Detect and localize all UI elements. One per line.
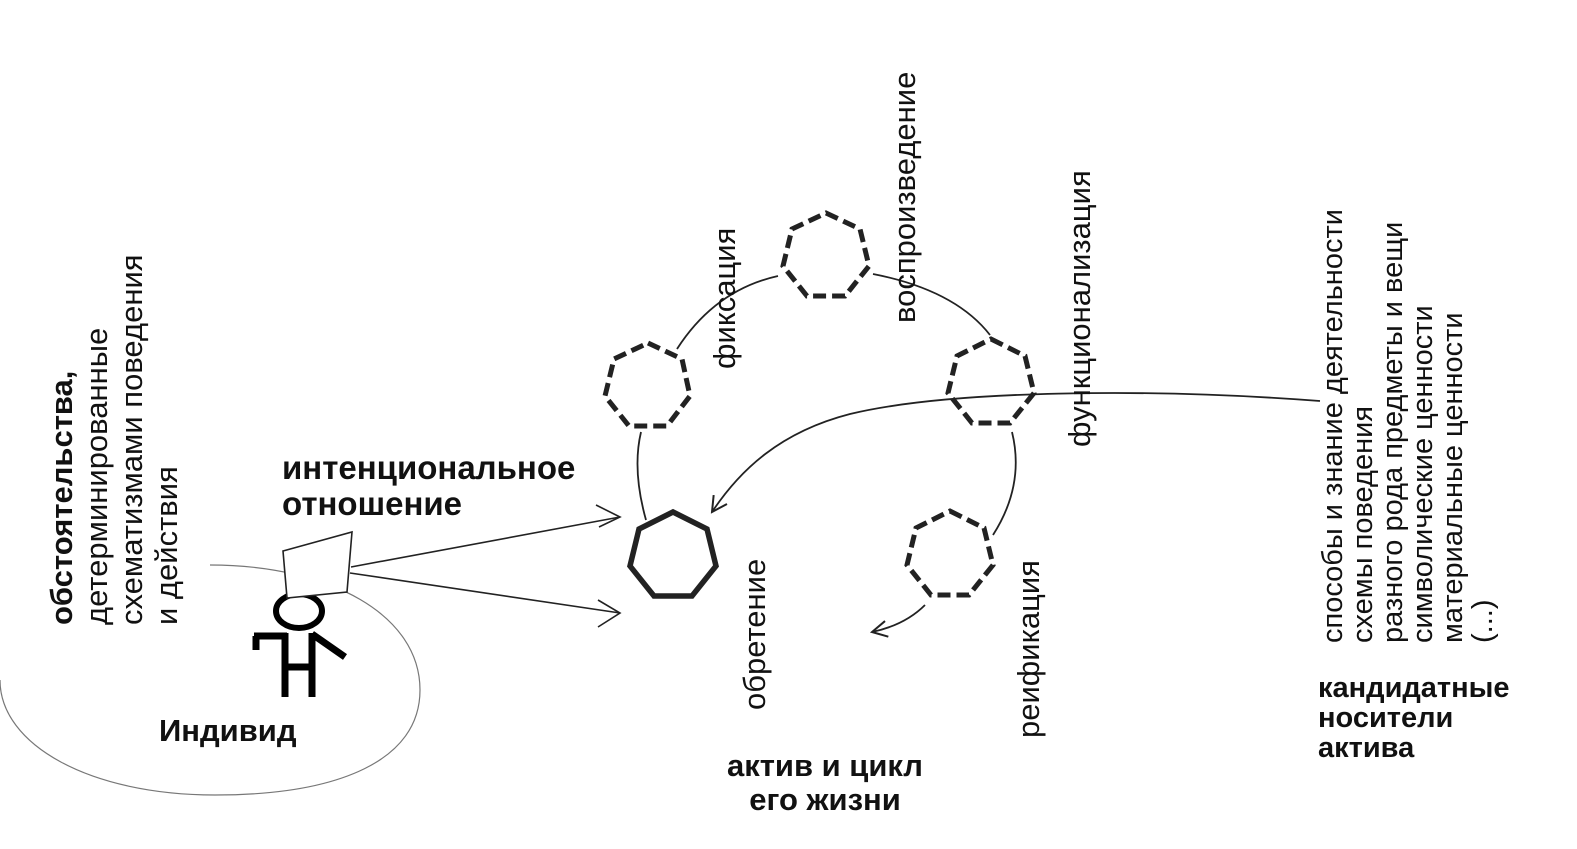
carriers-caption-line-3: актива [1318,732,1415,764]
intention-ray-upper-tick [595,504,622,528]
stage-functionalization-heptagon [945,336,1037,426]
stage-reification-label: реификация [1011,560,1046,738]
intention-ray-upper [350,516,621,568]
carriers-line-3: разного рода предметы и вещи [1377,222,1409,643]
intention-ray-lower-tick [597,599,622,628]
stage-reification-heptagon [904,508,996,598]
intentional-relation-line-1: интенциональное [282,449,575,486]
stage-reproduction-label: воспроизведение [887,72,922,323]
circumstances-line-3: и действия [149,466,184,625]
carriers-line-1: способы и знание деятельности [1317,209,1349,643]
carriers-line-6: (...) [1467,600,1499,644]
intention-ray-lower [349,572,621,614]
cycle-arrow-reification-out [872,604,926,632]
cycle-arc-acquisition-fixation [636,431,647,521]
carriers-list: способы и знание деятельности схемы пове… [1317,209,1499,643]
cycle-caption-line-1: актив и цикл [727,748,923,783]
stage-reproduction-heptagon [780,210,872,299]
individual-figure-icon [252,591,348,697]
individual-label: Индивид [159,713,297,748]
cycle-caption-line-2: его жизни [749,782,901,817]
carriers-to-acquisition-arrow [712,392,1321,512]
stage-functionalization-label: функционализация [1062,170,1097,447]
circumstances-block: обстоятельства, детерминированные схемат… [44,254,184,625]
cycle-arc-functionalization-reification [992,431,1017,536]
circumstances-title: обстоятельства, [44,371,79,625]
stage-acquisition-heptagon [627,508,719,599]
stage-acquisition-label: обретение [737,559,772,710]
stage-fixation-heptagon [602,340,693,429]
carriers-line-4: символические ценности [1407,305,1439,643]
stage-fixation-label: фиксация [707,228,742,369]
intentional-relation-line-2: отношение [282,485,462,522]
cycle-arc-fixation-reproduction [676,275,779,350]
individual-context-ellipse [0,564,421,796]
cycle-arc-reproduction-functionalization [872,273,991,336]
carriers-caption-line-2: носители [1318,702,1453,734]
carriers-line-2: схемы поведения [1347,406,1379,643]
carriers-caption-line-1: кандидатные [1318,672,1510,704]
circumstances-line-1: детерминированные [79,328,114,625]
carriers-line-5: материальные ценности [1437,312,1469,643]
intention-projector-icon [282,530,353,599]
circumstances-line-2: схематизмами поведения [114,254,149,625]
